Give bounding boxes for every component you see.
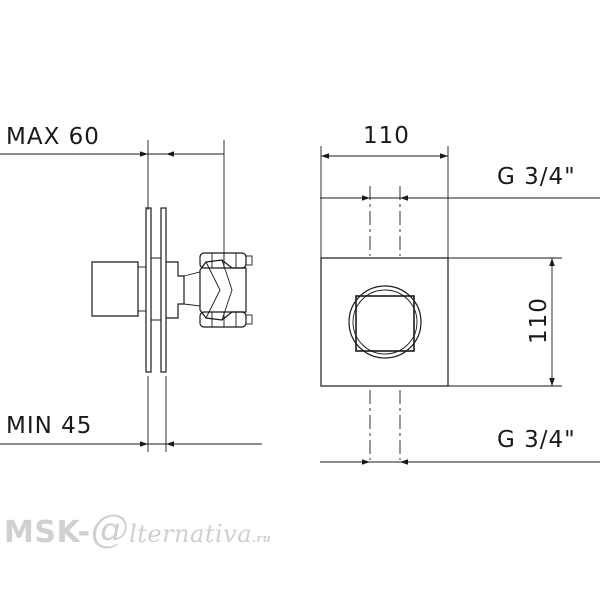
front-view: 110 G 3/4" 110 G 3/4": [320, 123, 600, 465]
plate-width-label: 110: [363, 123, 410, 149]
valve-body-facets: [205, 259, 233, 321]
thread-bottom-label: G 3/4": [497, 427, 576, 453]
cover-plate-square: [320, 257, 449, 387]
valve-body: [199, 259, 247, 321]
watermark-at-symbol: @: [90, 507, 130, 551]
watermark-tld: .ru: [252, 532, 272, 545]
knob-rosette-inner: [352, 289, 418, 355]
thread-top-label: G 3/4": [497, 164, 576, 190]
max-depth-label: MAX 60: [6, 124, 100, 150]
bottom-nut-flats: [211, 312, 237, 327]
cover-plate-front: [145, 207, 152, 373]
handle-knob: [91, 261, 139, 317]
cover-plate-back: [160, 207, 167, 373]
knob-rosette-outer: [348, 285, 422, 359]
plate-spacer: [151, 257, 161, 321]
top-nut-flats: [211, 253, 237, 268]
top-thread-end: [245, 255, 253, 266]
spindle-neck: [183, 271, 201, 307]
bottom-thread-end: [245, 314, 253, 325]
spindle-body: [166, 261, 185, 319]
knob-square: [355, 295, 415, 352]
plate-height-label: 110: [526, 297, 552, 344]
side-view: MAX 60 MIN 45: [0, 124, 262, 452]
watermark-brand: MSK-: [4, 515, 91, 550]
watermark-logo: MSK-@lternativa.ru: [4, 507, 271, 551]
min-depth-label: MIN 45: [6, 413, 92, 439]
watermark-name: lternativa: [129, 520, 253, 548]
